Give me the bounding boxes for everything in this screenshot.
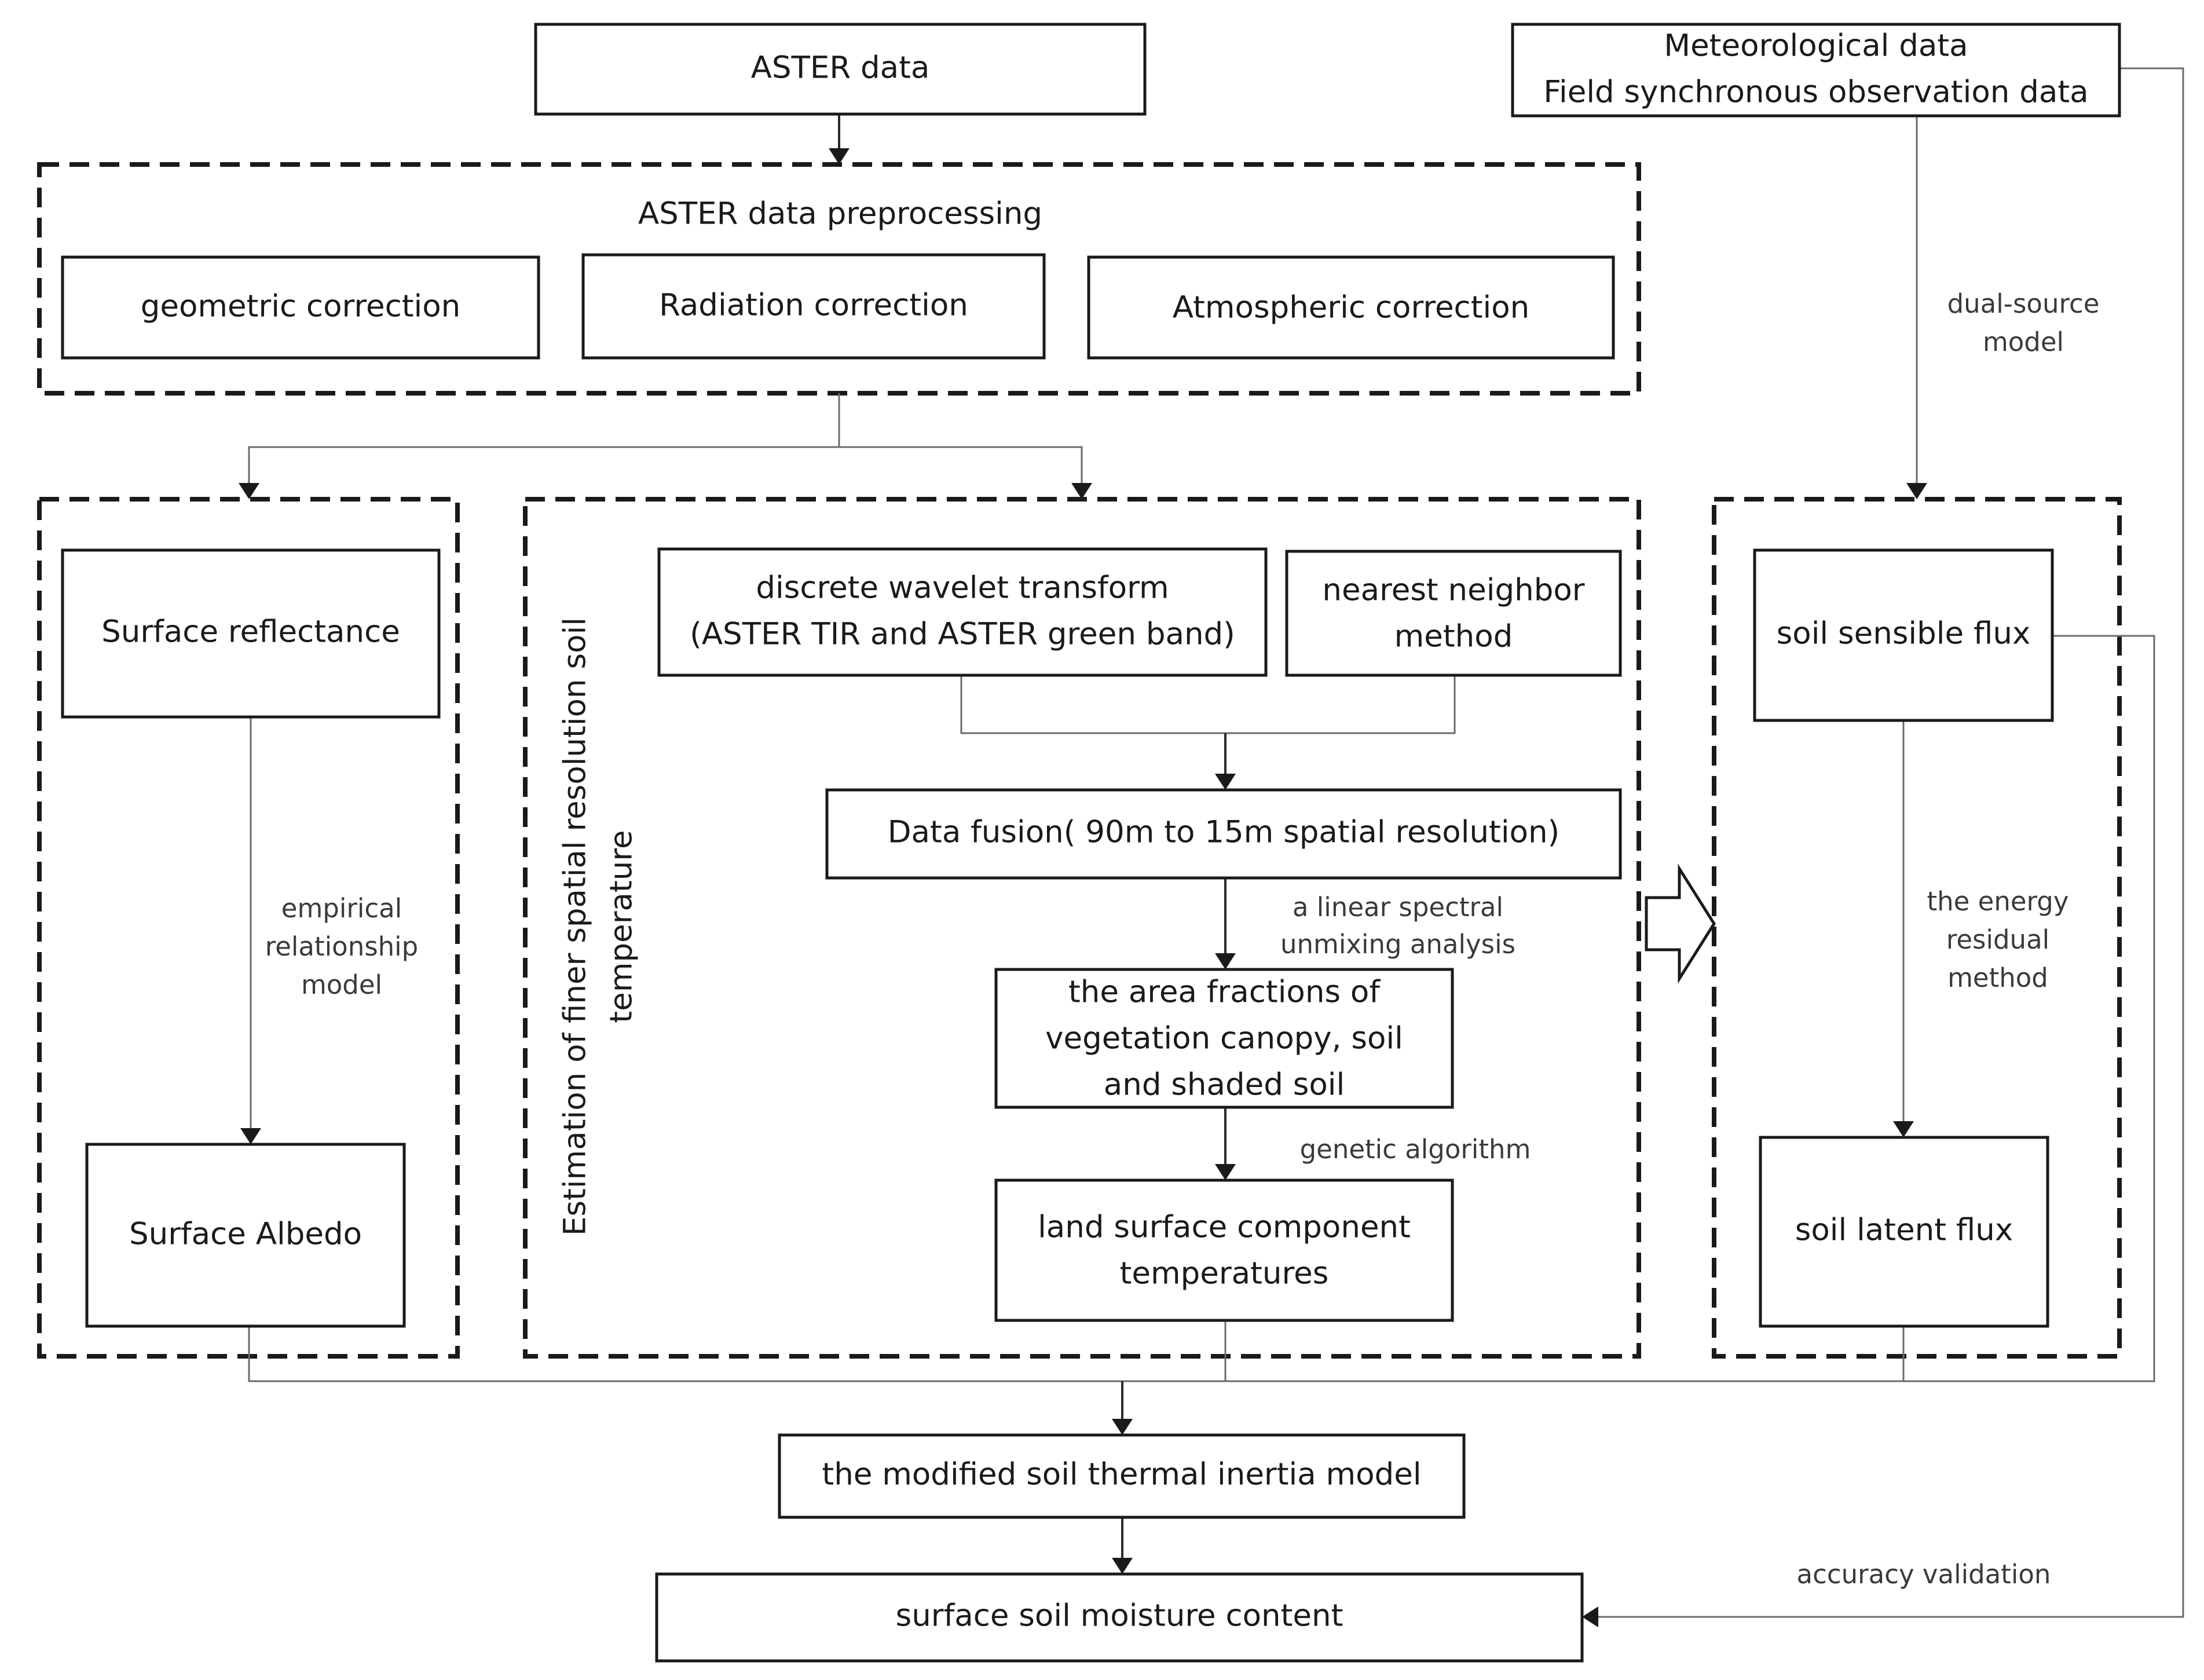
- arrowhead: [1112, 1419, 1133, 1435]
- edge-accuracy-validation: [1598, 67, 2184, 1618]
- arrowhead: [1582, 1606, 1598, 1627]
- flux-group: [1712, 497, 2122, 1359]
- radiation-correction-label: Radiation correction: [659, 288, 968, 323]
- thermal-inertia-node: the modified soil thermal inertia model: [778, 1433, 1466, 1519]
- unmixing-label: a linear spectral unmixing analysis: [1280, 892, 1515, 960]
- sensible-flux-label: soil sensible flux: [1777, 616, 2031, 651]
- arrowhead: [1071, 483, 1092, 499]
- dwt-node: discrete wavelet transform (ASTER TIR an…: [657, 547, 1268, 677]
- estimation-group: [523, 497, 1641, 1359]
- dual-source-label: dual-source model: [1947, 288, 2100, 357]
- nearest-neighbor-label-line1: nearest neighbor: [1322, 573, 1584, 608]
- dwt-label-line2: (ASTER TIR and ASTER green band): [690, 617, 1235, 652]
- sensible-flux-node: soil sensible flux: [1753, 548, 2054, 722]
- aster-data-label: ASTER data: [751, 50, 930, 86]
- arrowhead: [1215, 1164, 1236, 1180]
- radiation-correction-node: Radiation correction: [581, 253, 1046, 360]
- estimation-title-line2: temperature: [604, 830, 639, 1023]
- edge-albedo-merge: [248, 635, 2155, 1382]
- latent-flux-label: soil latent flux: [1795, 1213, 2013, 1248]
- meteorological-node: Meteorological data Field synchronous ob…: [1511, 23, 2121, 118]
- component-temperatures-node: land surface component temperatures: [994, 1178, 1454, 1322]
- edge-split-albedo-group: [248, 446, 839, 483]
- area-fractions-label-line3: and shaded soil: [1104, 1067, 1345, 1103]
- empirical-line1: empirical: [281, 893, 402, 924]
- energy-residual-label: the energy residual method: [1927, 886, 2069, 993]
- surface-albedo-label: Surface Albedo: [129, 1217, 362, 1252]
- arrowhead: [1893, 1121, 1914, 1137]
- soil-moisture-label: surface soil moisture content: [896, 1598, 1343, 1634]
- area-fractions-node: the area fractions of vegetation canopy,…: [994, 968, 1454, 1109]
- geometric-correction-node: geometric correction: [61, 255, 540, 360]
- nearest-neighbor-node: nearest neighbor method: [1285, 550, 1622, 677]
- preprocessing-title: ASTER data preprocessing: [638, 196, 1042, 232]
- energy-residual-line2: residual: [1946, 924, 2049, 955]
- component-temperatures-label-line1: land surface component: [1038, 1210, 1411, 1245]
- unmixing-line2: unmixing analysis: [1280, 929, 1515, 960]
- dwt-label-line1: discrete wavelet transform: [756, 570, 1169, 606]
- energy-residual-line1: the energy: [1927, 886, 2069, 917]
- energy-residual-line3: method: [1947, 962, 2048, 993]
- empirical-line2: relationship: [265, 931, 419, 962]
- accuracy-validation-label: accuracy validation: [1797, 1559, 2051, 1590]
- surface-reflectance-label: Surface reflectance: [101, 614, 400, 650]
- arrowhead: [829, 148, 850, 164]
- aster-data-node: ASTER data: [534, 23, 1147, 116]
- meteorological-label-line2: Field synchronous observation data: [1543, 75, 2088, 110]
- hollow-block-arrow: [1645, 863, 1716, 984]
- data-fusion-label: Data fusion( 90m to 15m spatial resoluti…: [888, 815, 1560, 850]
- arrowhead: [239, 483, 259, 499]
- meteorological-label-line1: Meteorological data: [1664, 28, 1968, 64]
- surface-albedo-node: Surface Albedo: [85, 1143, 406, 1328]
- arrowhead: [1215, 953, 1236, 969]
- soil-moisture-node: surface soil moisture content: [655, 1572, 1584, 1663]
- atmospheric-correction-node: Atmospheric correction: [1087, 255, 1615, 360]
- area-fractions-label-line2: vegetation canopy, soil: [1045, 1021, 1403, 1056]
- dual-source-line2: model: [1983, 327, 2064, 357]
- dual-source-line1: dual-source: [1947, 288, 2100, 319]
- thermal-inertia-label: the modified soil thermal inertia model: [822, 1457, 1421, 1492]
- edge-split-estimation-group: [839, 446, 1083, 483]
- geometric-correction-label: geometric correction: [141, 289, 461, 324]
- estimation-title-line1: Estimation of finer spatial resolution s…: [558, 617, 593, 1236]
- empirical-label: empirical relationship model: [265, 893, 419, 1000]
- latent-flux-node: soil latent flux: [1759, 1136, 2049, 1328]
- component-temperatures-label-line2: temperatures: [1120, 1256, 1329, 1291]
- genetic-algorithm-label: genetic algorithm: [1300, 1134, 1531, 1165]
- arrowhead: [240, 1128, 261, 1144]
- data-fusion-node: Data fusion( 90m to 15m spatial resoluti…: [825, 788, 1622, 880]
- arrowhead: [1215, 774, 1236, 790]
- unmixing-line1: a linear spectral: [1293, 892, 1503, 923]
- nearest-neighbor-label-line2: method: [1394, 619, 1513, 654]
- atmospheric-correction-label: Atmospheric correction: [1173, 290, 1529, 325]
- arrowhead: [1112, 1558, 1133, 1574]
- edge-dwt-merge: [960, 675, 1456, 734]
- surface-reflectance-node: Surface reflectance: [61, 548, 441, 719]
- estimation-title: Estimation of finer spatial resolution s…: [558, 617, 639, 1236]
- arrowhead: [1906, 483, 1927, 499]
- area-fractions-label-line1: the area fractions of: [1068, 975, 1381, 1010]
- empirical-line3: model: [301, 969, 382, 1000]
